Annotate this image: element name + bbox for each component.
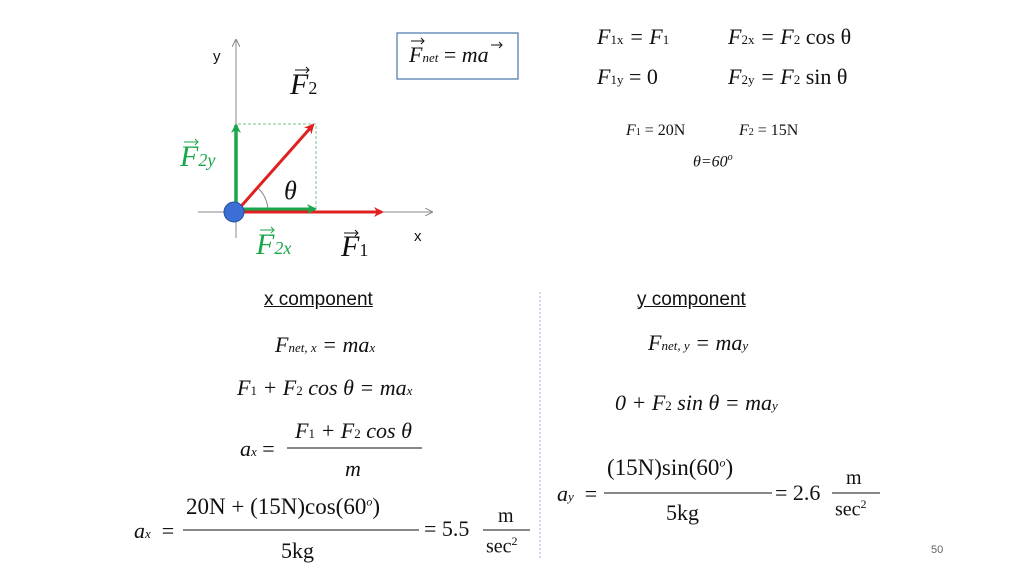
x-eq-numeric-numerator: 20N + (15N)cos(60o) (186, 494, 380, 519)
f1-value: F1 = 20N (626, 122, 686, 139)
x-eq-result: = 5.5 (424, 516, 470, 541)
x-eq-ax-lhs: ax = (240, 436, 275, 461)
x-eq-ax-denominator: m (345, 456, 361, 481)
y-eq-unit-denominator: sec2 (835, 497, 867, 521)
x-axis-label: x (414, 228, 422, 245)
net-force-equation: Fnet = ma (409, 42, 489, 67)
x-component-heading: x component (264, 289, 373, 310)
y-eq-ay-denominator: 5kg (666, 500, 699, 525)
theta-label: θ (284, 176, 297, 205)
object-dot (223, 201, 245, 223)
y-eq-result: = 2.6 (775, 480, 821, 505)
f2x-label: F2x (256, 228, 292, 261)
y-component-heading: y component (637, 289, 746, 310)
x-eq-net: Fnet, x = max (275, 332, 376, 357)
y-eq-ay-lhs: ay = (557, 481, 598, 506)
y-eq-net: Fnet, y = may (648, 330, 749, 355)
f2-value: F2 = 15N (739, 122, 799, 139)
eq-f2x: F2x = F2 cos θ (728, 24, 852, 49)
eq-f1y: F1y = 0 (597, 64, 658, 89)
page-number: 50 (931, 544, 944, 556)
component-dashed-box (238, 123, 317, 212)
theta-value: θ=60o (693, 152, 733, 171)
x-eq-numeric-denominator: 5kg (281, 538, 314, 563)
x-eq-expanded: F1 + F2 cos θ = max (237, 375, 413, 400)
eq-f1x: F1x = F1 (597, 24, 670, 49)
f1-label: F1 (341, 230, 369, 263)
f2y-label: F2y (180, 140, 216, 173)
f2-vector (234, 123, 315, 213)
x-eq-numeric-lhs: ax = (134, 518, 175, 543)
y-eq-expanded: 0 + F2 sin θ = may (615, 390, 778, 415)
x-eq-unit-numerator: m (498, 505, 514, 527)
y-axis-label: y (213, 48, 221, 65)
x-eq-ax-numerator: F1 + F2 cos θ (295, 418, 412, 443)
y-eq-ay-numerator: (15N)sin(60o) (607, 455, 734, 480)
vector-overarrows (295, 37, 503, 237)
y-eq-unit-numerator: m (846, 467, 862, 489)
eq-f2y: F2y = F2 sin θ (728, 64, 848, 89)
x-eq-unit-denominator: sec2 (486, 534, 518, 558)
f2-label: F2 (290, 68, 318, 101)
green-overarrows (184, 138, 275, 234)
